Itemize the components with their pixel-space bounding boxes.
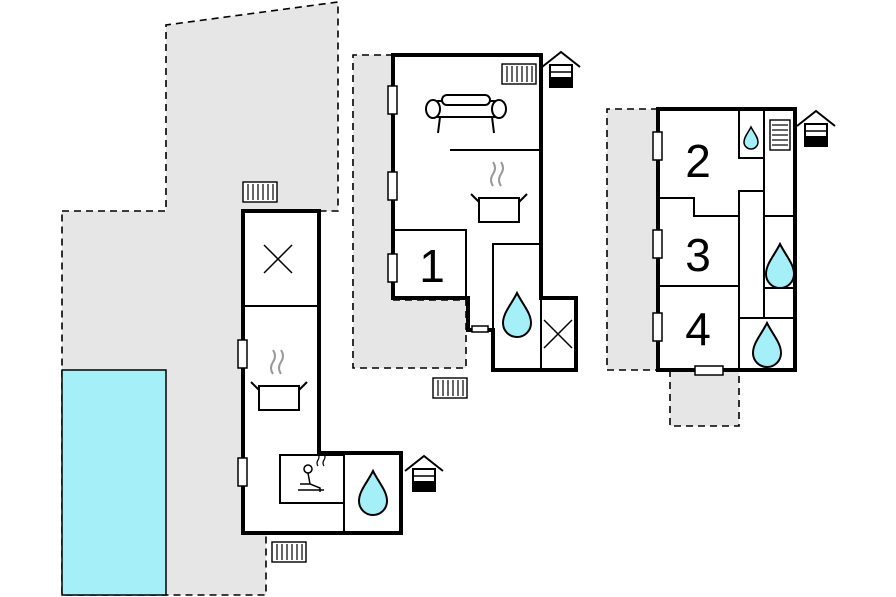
sauna-room [279,454,345,504]
house-entrance-icon [404,455,444,492]
middle-building: 1 [352,51,581,399]
room-number-4: 4 [685,303,711,355]
water-drop-icon [743,125,759,150]
room-number-3: 3 [685,229,711,281]
sofa-icon [425,94,507,134]
window [237,457,248,487]
outdoor-area-right [606,108,659,371]
radiator-icon [501,63,537,85]
radiator-icon [769,119,791,151]
outdoor-area-right-bottom [669,369,740,427]
radiator-icon [242,181,278,203]
window [237,339,248,369]
right-building: 2 3 4 [606,107,836,427]
room-number-1: 1 [419,240,445,292]
radiator-icon [432,377,468,399]
window [387,85,398,115]
room-number-2: 2 [685,135,711,187]
left-building [61,1,444,596]
window [652,229,663,259]
window [387,253,398,283]
window [652,131,663,161]
window [652,312,663,342]
sauna-icon [298,453,326,492]
house-entrance-icon [796,110,836,147]
left-building-walls [243,211,401,533]
window [387,171,398,201]
radiator-icon [271,541,307,563]
pool [61,369,167,596]
house-entrance-icon [541,51,581,88]
window [694,365,724,376]
